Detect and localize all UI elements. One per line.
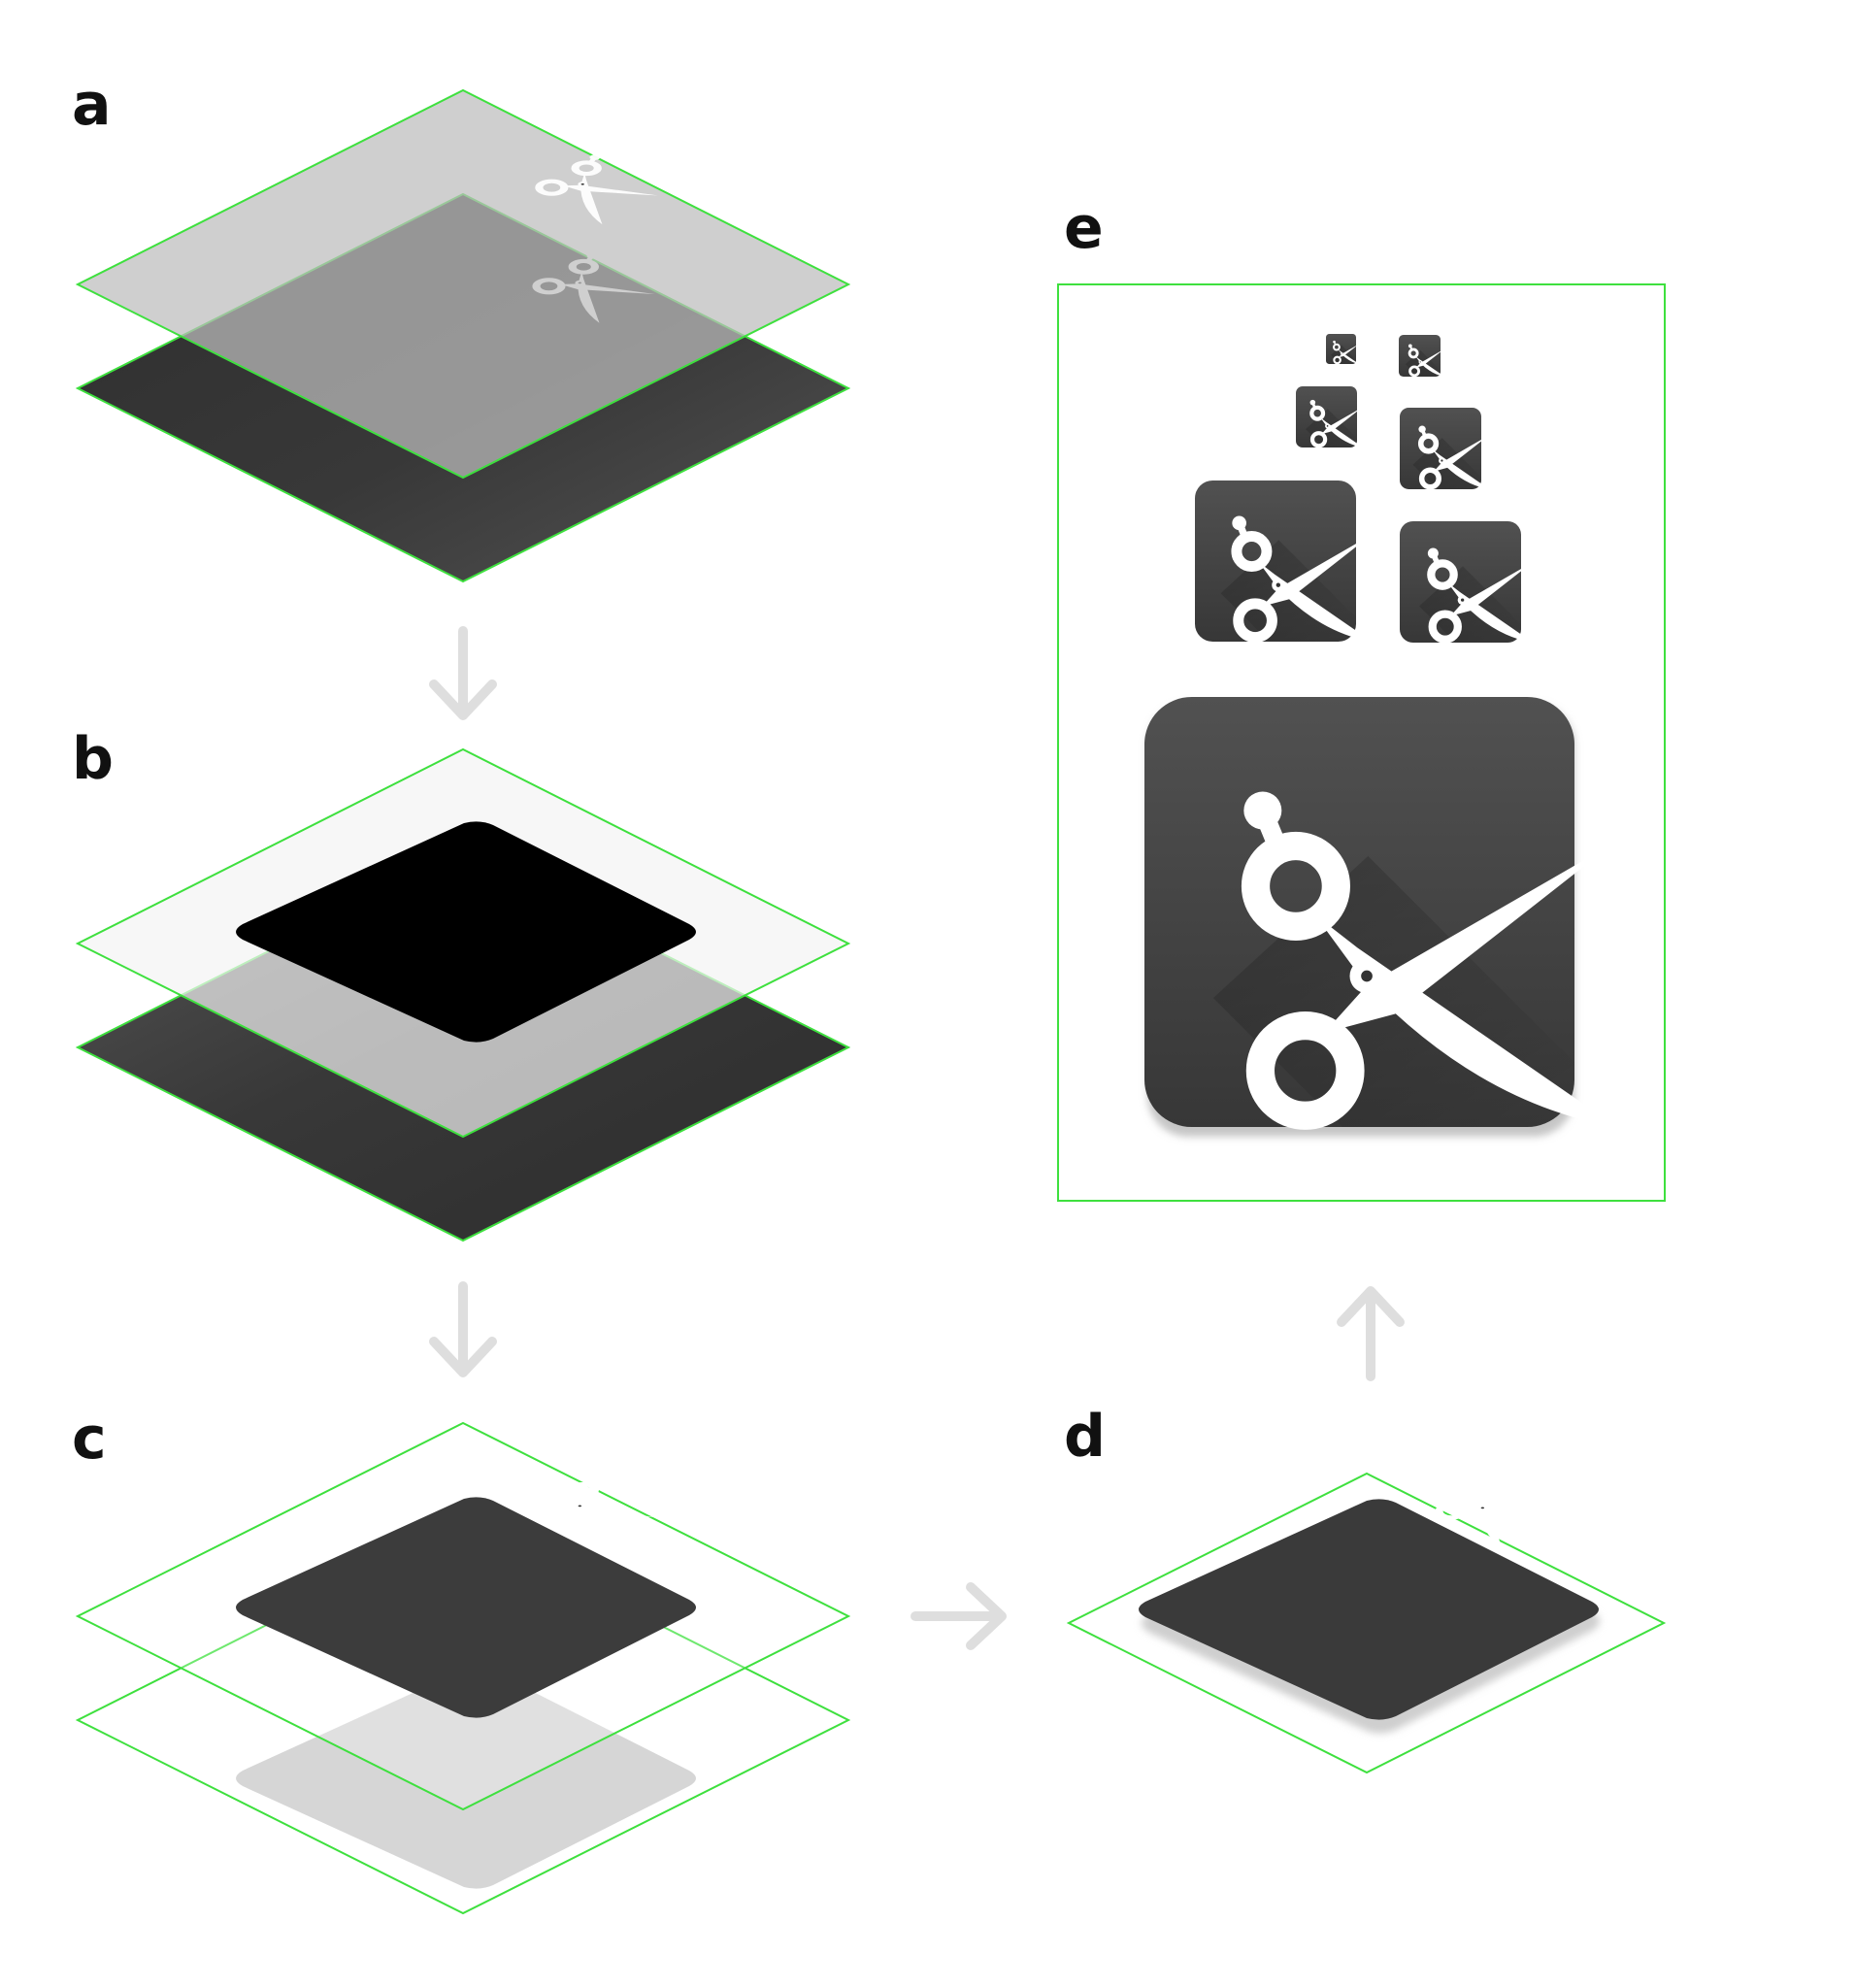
app-icon-medium-2 [1400, 521, 1534, 643]
app-icon-medium-small [1400, 408, 1489, 489]
panel-e-frame [1057, 283, 1666, 1202]
panel-label-d: d [1064, 1403, 1106, 1471]
panel-b-rounded-mask-shape [236, 821, 696, 1043]
panel-label-e: e [1064, 194, 1104, 262]
app-icon-medium [1195, 480, 1373, 642]
panel-c-shadow-shape [236, 1668, 696, 1889]
arrow-right-icon [911, 1582, 1007, 1650]
panel-a [75, 88, 851, 583]
panel-label-a: a [72, 71, 112, 139]
panel-label-c: c [72, 1405, 107, 1473]
arrow-down-icon [429, 626, 497, 720]
panel-label-b: b [72, 725, 114, 793]
panel-c-shadow-layer [75, 1524, 851, 1915]
panel-a-overlay-layer [75, 88, 851, 480]
panel-e [1057, 283, 1666, 1202]
app-icon-tiny-2 [1399, 335, 1444, 377]
arrow-up-icon [1337, 1286, 1405, 1381]
app-icon-small [1296, 386, 1363, 447]
panel-b [75, 747, 851, 1242]
arrow-down-icon [429, 1281, 497, 1377]
panel-c [75, 1421, 851, 1915]
panel-d [1066, 1472, 1667, 1774]
panel-d-icon-shape [1139, 1499, 1599, 1720]
app-icon-tiny-1 [1326, 334, 1359, 364]
panel-c-icon-shape [236, 1497, 696, 1718]
app-icon-large [1144, 697, 1617, 1127]
panel-d-composite-layer [1066, 1472, 1667, 1774]
